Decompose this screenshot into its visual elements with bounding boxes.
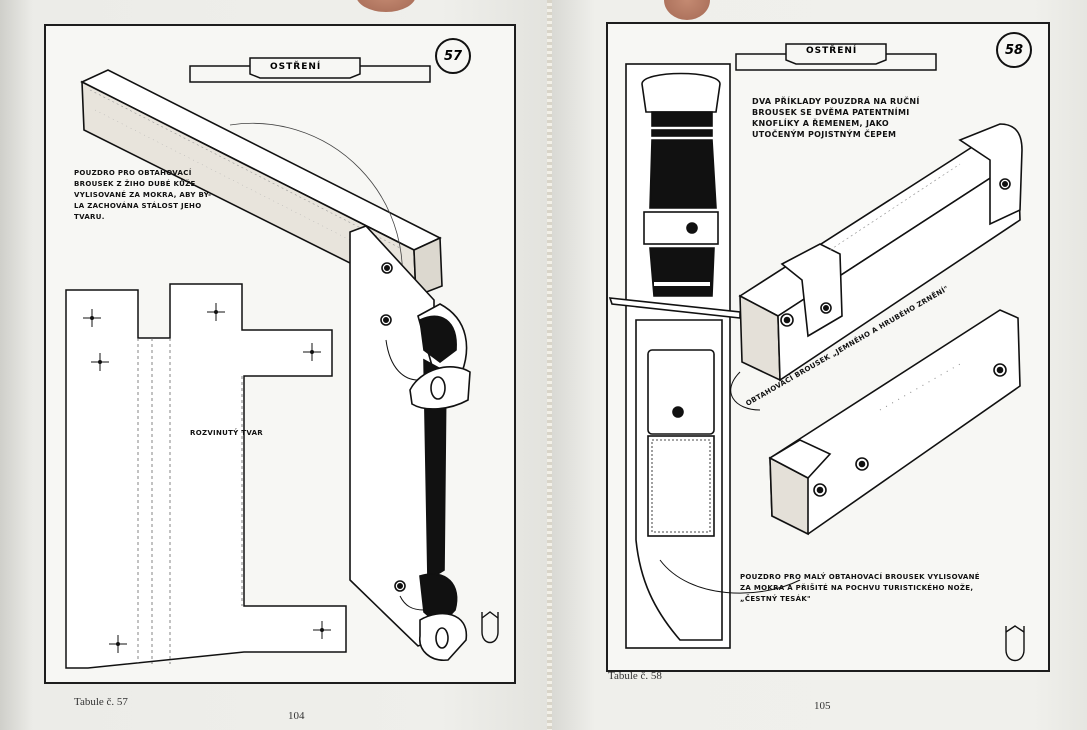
right-monogram [1005,625,1025,662]
right-section-title: OSTŘENÍ [806,46,858,56]
right-page-number: 105 [814,700,831,712]
left-section-title: OSTŘENÍ [270,62,322,72]
left-plate-number: 57 [435,38,471,74]
right-caption: Tabule č. 58 [608,670,662,682]
left-note-top: POUZDRO PRO OBTAHOVACÍ BROUSEK Z ŽIHO DU… [74,169,212,221]
unfolded-pattern [65,283,347,669]
pattern-crosshairs [83,303,331,653]
left-illustration [65,57,499,669]
finger-top-left [356,0,416,12]
stone-case-lower [768,309,1021,536]
knife-sheath [608,63,741,649]
pattern-label: ROZVINUTÝ TVAR [190,429,263,437]
right-note-bottom: POUZDRO PRO MALÝ OBTAHOVACÍ BROUSEK VYLI… [740,573,980,603]
left-banner [189,57,431,83]
left-page-number: 104 [288,710,305,722]
finger-top-right [664,0,710,20]
stone-case-upper [738,123,1023,382]
sheath [349,225,471,661]
right-note-top: DVA PŘÍKLADY POUZDRA NA RUČNÍ BROUSEK SE… [752,97,920,139]
right-plate-number: 58 [996,32,1032,68]
left-caption: Tabule č. 57 [74,696,128,708]
left-monogram [481,611,499,644]
right-banner [735,43,937,71]
